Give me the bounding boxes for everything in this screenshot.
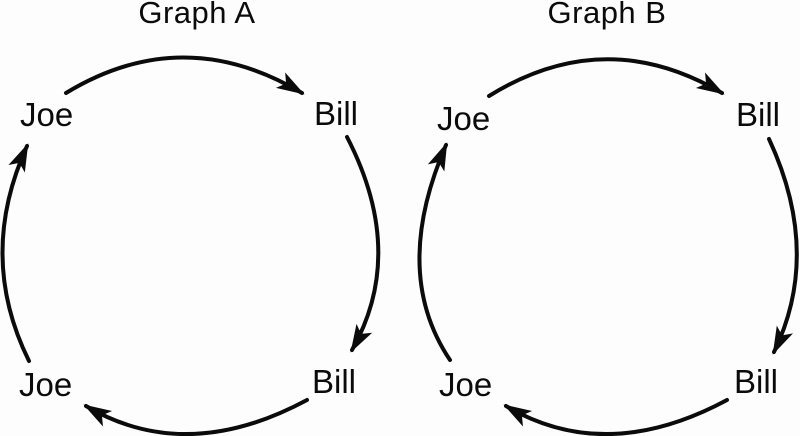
graph-a-edge-bill-top-to-bill-bottom-arrow — [345, 135, 381, 353]
graph-a-edge-bill-bottom-to-joe-bottom-arrow — [83, 398, 309, 436]
graph-b-edge-bill-bottom-to-joe-bottom-arrow — [503, 398, 729, 436]
graph-a-edge-joe-top-to-bill-top-arrow — [64, 55, 305, 95]
graph-b-node-joe-top: Joe — [437, 100, 491, 137]
graph-b-edge-bill-top-to-bill-bottom-arrow — [767, 137, 799, 355]
graph-b-title: Graph B — [547, 0, 667, 30]
graph-b-node-bill-bottom: Bill — [734, 363, 779, 400]
graph-a-node-joe-bottom: Joe — [19, 366, 73, 403]
graph-a-node-bill-bottom: Bill — [312, 363, 357, 400]
graph-b-edge-joe-bottom-to-joe-top-arrow — [417, 142, 452, 362]
graph-a-node-bill-top: Bill — [314, 95, 359, 132]
graph-a-edge-joe-bottom-to-joe-top-arrow — [0, 143, 31, 363]
graph-b-node-joe-bottom: Joe — [439, 366, 493, 403]
graph-a-title: Graph A — [138, 0, 256, 30]
graph-b-edge-joe-top-to-bill-top-arrow — [487, 57, 725, 98]
graph-b-node-bill-top: Bill — [736, 96, 781, 133]
graph-a-node-joe-top: Joe — [20, 96, 74, 133]
